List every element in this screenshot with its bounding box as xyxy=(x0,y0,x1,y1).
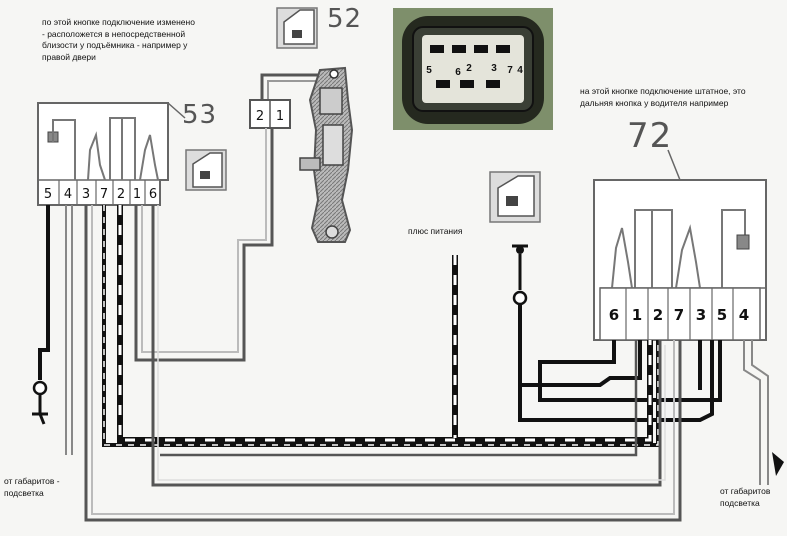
wire xyxy=(91,205,675,515)
wire xyxy=(157,205,666,481)
connector-photo: 5 6 2 3 7 4 xyxy=(393,8,553,130)
power-wire xyxy=(118,205,652,442)
arrow-icon xyxy=(772,452,784,476)
switch53-pin-label: 2 xyxy=(117,187,125,202)
wire xyxy=(141,128,267,353)
motor-pin-label: 1 xyxy=(276,109,284,124)
photo-pin-label: 7 xyxy=(507,65,513,76)
window-motor-52: 2 1 xyxy=(249,66,354,243)
label-leader xyxy=(667,149,681,181)
ground-symbol xyxy=(512,244,714,422)
ground-symbol xyxy=(32,205,50,425)
switch72-pin-label: 7 xyxy=(674,306,684,324)
switch53-pin-label: 3 xyxy=(82,187,90,202)
window-switch-icon xyxy=(276,7,318,49)
marker-light-label-right: от габаритов подсветка xyxy=(720,486,771,508)
switch72-pin-label: 6 xyxy=(609,306,619,324)
label-leader xyxy=(167,102,186,119)
switch53-pin-label: 1 xyxy=(133,187,141,202)
wire xyxy=(538,340,722,402)
switch-72: 6 1 2 7 3 5 4 xyxy=(593,179,767,341)
wire xyxy=(743,340,761,485)
power-plus-label: плюс питания xyxy=(408,226,463,236)
photo-pin-label: 4 xyxy=(517,65,523,76)
power-wire xyxy=(117,205,653,443)
wire xyxy=(151,205,662,487)
switch72-pin-label: 2 xyxy=(653,306,663,324)
switch53-pin-label: 7 xyxy=(100,187,108,202)
component-id-53: 53 xyxy=(182,100,218,130)
wire xyxy=(160,340,638,457)
window-switch-icon xyxy=(489,171,541,223)
note-switch-53: по этой кнопке подключение изменено - ра… xyxy=(42,17,195,62)
wire xyxy=(103,205,659,446)
photo-pin-label: 2 xyxy=(466,63,472,74)
photo-pin-label: 3 xyxy=(491,63,497,74)
wire xyxy=(134,128,274,362)
motor-pin-label: 2 xyxy=(256,109,264,124)
marker-light-label-left: от габаритов - подсветка xyxy=(4,476,60,498)
switch72-pin-label: 4 xyxy=(739,306,749,324)
switch72-pin-label: 1 xyxy=(632,306,642,324)
wire xyxy=(751,340,769,485)
switch53-pin-label: 6 xyxy=(149,187,157,202)
photo-pin-label: 6 xyxy=(455,67,461,78)
wire xyxy=(84,205,682,522)
wire xyxy=(102,205,660,447)
switch72-pin-label: 3 xyxy=(696,306,706,324)
switch72-pin-label: 5 xyxy=(717,306,727,324)
switch53-pin-label: 5 xyxy=(44,187,52,202)
photo-pin-label: 5 xyxy=(426,65,432,76)
switch-53: 5 4 3 7 2 1 6 xyxy=(37,102,169,206)
switch53-pin-label: 4 xyxy=(64,187,72,202)
component-id-52: 52 xyxy=(327,4,363,34)
window-switch-icon xyxy=(185,149,227,191)
note-switch-72: на этой кнопке подключение штатное, это … xyxy=(580,86,746,108)
component-id-72: 72 xyxy=(627,116,673,156)
